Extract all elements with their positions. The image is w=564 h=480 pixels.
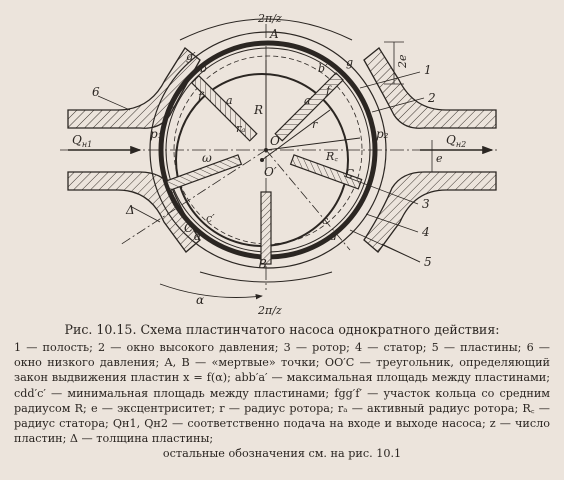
point-B: B xyxy=(257,257,267,271)
center-Oprime xyxy=(260,158,264,162)
label-omega: ω xyxy=(202,151,212,165)
label-Q-out: Qн2 xyxy=(446,133,466,149)
point-O: O xyxy=(270,134,280,148)
label-d-right: d xyxy=(330,230,337,243)
label-num-5: 5 xyxy=(424,255,432,269)
top-angle-arc xyxy=(179,18,353,41)
top-angle-label: 2π/z xyxy=(257,12,282,25)
figure-caption: Рис. 10.15. Схема пластинчатого насоса о… xyxy=(14,322,550,462)
alpha-arc xyxy=(159,283,263,300)
label-p2: p₂ xyxy=(376,127,389,141)
label-num-6: 6 xyxy=(92,85,100,99)
label-a-right: a′ xyxy=(304,94,314,107)
label-Rc: R꜀ xyxy=(325,150,338,163)
label-g-left: g′ xyxy=(186,50,196,63)
label-b-left: b xyxy=(200,62,207,75)
point-C: C xyxy=(184,221,193,235)
label-f-right: f xyxy=(325,84,332,97)
caption-last-line: остальные обозначения см. на рис. 10.1 xyxy=(162,447,402,461)
label-2e: 2e xyxy=(396,54,409,69)
pump-diagram: 2π/z 2π/z A B C C O O′ g′ b b′ g a a′ f′… xyxy=(60,12,500,317)
radial-line-left xyxy=(119,149,267,246)
leader-lines xyxy=(97,71,425,263)
label-r: r xyxy=(312,118,318,131)
label-g-right: g xyxy=(346,56,353,69)
caption-title: Рис. 10.15. Схема пластинчатого насоса о… xyxy=(64,322,500,337)
label-Q-in: Qн1 xyxy=(72,133,92,149)
label-R: R xyxy=(253,103,263,117)
bottom-angle-arc xyxy=(199,271,333,283)
label-p1: p₁ xyxy=(150,127,163,141)
label-Q-in-sub: н1 xyxy=(82,140,92,149)
label-num-3: 3 xyxy=(422,197,430,211)
radial-line-right xyxy=(265,149,351,251)
label-a-left: a xyxy=(226,94,233,107)
label-c-right: c xyxy=(322,214,328,227)
label-Q-out-sub: н2 xyxy=(456,140,466,149)
label-delta: Δ xyxy=(125,203,135,217)
label-e: e xyxy=(436,152,443,165)
rc-line xyxy=(265,137,361,151)
point-C-center: C xyxy=(345,167,354,181)
label-num-2: 2 xyxy=(427,91,436,105)
label-num-4: 4 xyxy=(421,225,430,239)
center-O xyxy=(264,148,268,152)
label-d-left: d′ xyxy=(194,230,204,243)
label-ra: rₐ xyxy=(236,122,245,135)
label-f-left: f′ xyxy=(197,90,205,103)
point-A: A xyxy=(269,27,279,41)
bottom-angle-label: 2π/z xyxy=(257,304,282,317)
label-b-right: b′ xyxy=(318,62,328,75)
label-num-1: 1 xyxy=(424,63,432,77)
label-c-left: c′ xyxy=(206,212,215,225)
point-Oprime: O′ xyxy=(264,165,277,179)
vanes xyxy=(165,72,363,265)
label-alpha: α xyxy=(196,293,204,307)
r-line xyxy=(261,109,331,161)
caption-body: 1 — полость; 2 — окно высокого давления;… xyxy=(14,341,550,446)
